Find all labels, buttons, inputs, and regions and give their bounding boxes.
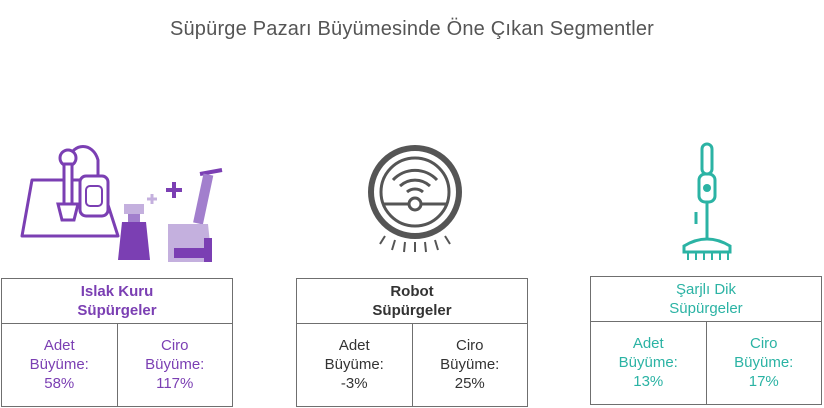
stat-label-line1: Ciro — [455, 337, 484, 355]
page-title: Süpürge Pazarı Büyümesinde Öne Çıkan Seg… — [169, 18, 655, 40]
revenue-growth-cell: Ciro Büyüme: 17% — [705, 322, 822, 404]
segment-name-line2: Süpürgeler — [669, 300, 743, 317]
stat-label-line1: Ciro — [749, 335, 778, 353]
stat-label-line1: Adet — [338, 337, 370, 355]
stick-vacuum-icon — [682, 142, 732, 260]
stat-value: 25% — [454, 375, 485, 393]
unit-growth-cell: Adet Büyüme: 58% — [2, 324, 117, 406]
stat-label-line2: Büyüme: — [145, 356, 205, 374]
stat-label-line2: Büyüme: — [734, 354, 794, 372]
stat-value: -3% — [340, 375, 368, 393]
segment-name: Şarjlı Dik Süpürgeler — [591, 277, 821, 322]
segment-name-line1: Robot — [390, 283, 434, 300]
segment-card-robot: Robot Süpürgeler Adet Büyüme: -3% Ciro B… — [296, 278, 528, 407]
revenue-growth-cell: Ciro Büyüme: 25% — [411, 324, 528, 406]
segment-name-line1: Şarjlı Dik — [675, 281, 736, 298]
wet-dry-vacuum-icon — [20, 145, 223, 262]
unit-growth-cell: Adet Büyüme: -3% — [297, 324, 412, 406]
stat-value: 17% — [748, 373, 779, 391]
stat-label-line1: Ciro — [160, 337, 189, 355]
stat-label-line2: Büyüme: — [324, 356, 384, 374]
segment-card-stick: Şarjlı Dik Süpürgeler Adet Büyüme: 13% C… — [590, 276, 822, 405]
robot-vacuum-icon — [368, 145, 462, 253]
stat-value: 117% — [156, 375, 194, 393]
stat-value: 13% — [633, 373, 664, 391]
stat-label-line2: Büyüme: — [29, 356, 89, 374]
segment-card-wet-dry: Islak Kuru Süpürgeler Adet Büyüme: 58% C… — [1, 278, 233, 407]
segment-name-line1: Islak Kuru — [80, 283, 154, 300]
stat-label-line2: Büyüme: — [440, 356, 500, 374]
segment-name-line2: Süpürgeler — [372, 302, 452, 319]
unit-growth-cell: Adet Büyüme: 13% — [591, 322, 706, 404]
revenue-growth-cell: Ciro Büyüme: 117% — [116, 324, 233, 406]
stat-value: 58% — [44, 375, 75, 393]
segment-name: Robot Süpürgeler — [297, 279, 527, 324]
segment-name-line2: Süpürgeler — [77, 302, 157, 319]
stat-label-line1: Adet — [632, 335, 664, 353]
stat-label-line2: Büyüme: — [618, 354, 678, 372]
segment-name: Islak Kuru Süpürgeler — [2, 279, 232, 324]
stat-label-line1: Adet — [43, 337, 75, 355]
